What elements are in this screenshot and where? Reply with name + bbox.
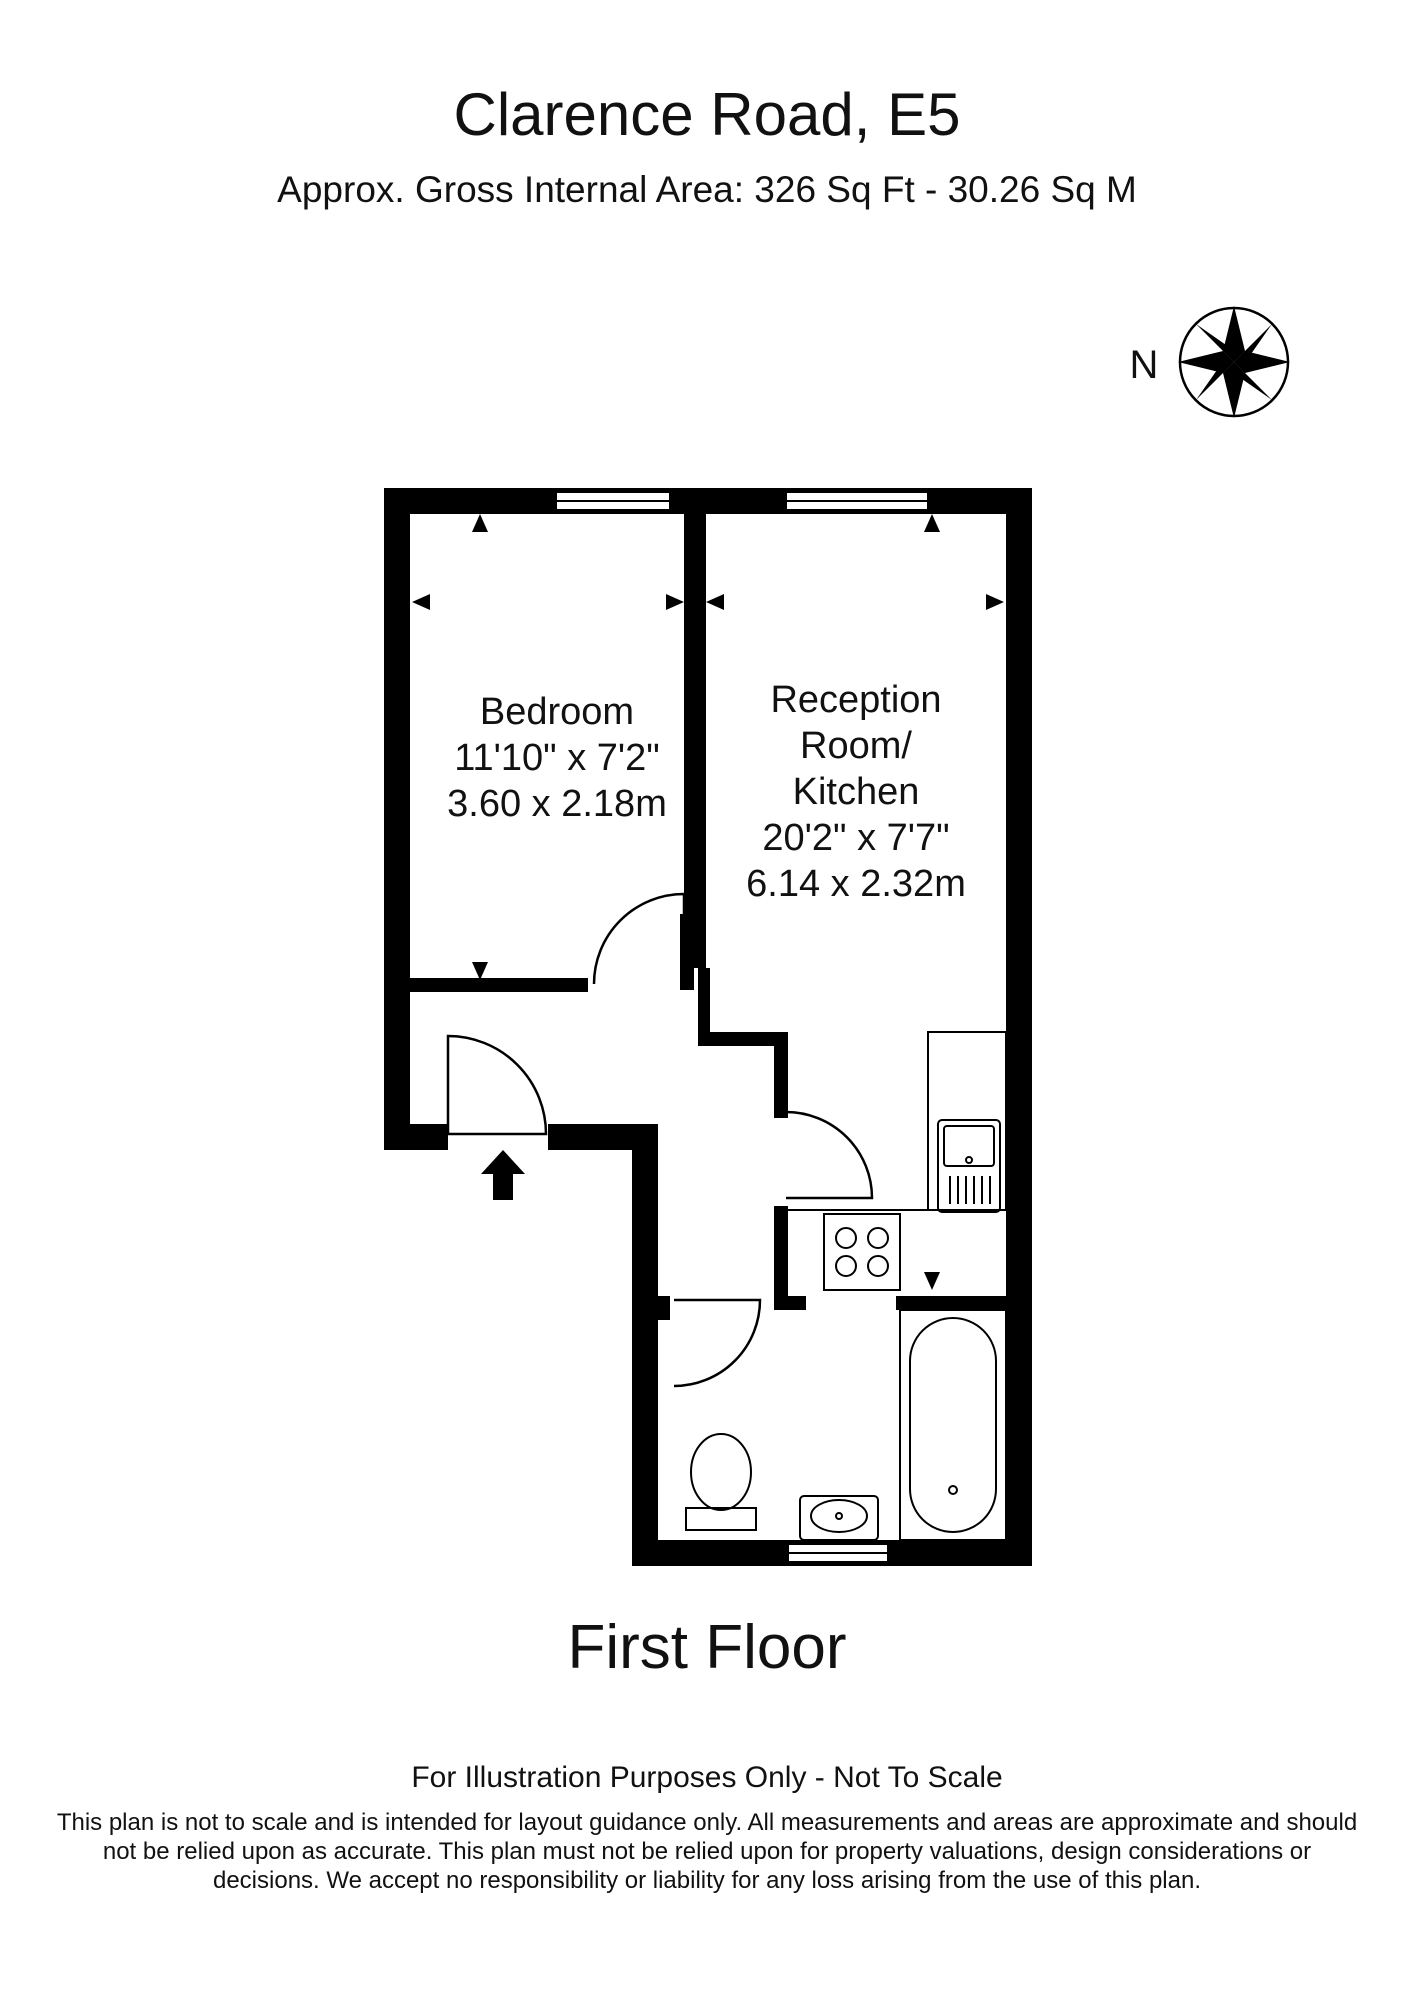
entrance-arrow-icon xyxy=(481,1150,525,1200)
disclaimer-text: This plan is not to scale and is intende… xyxy=(56,1809,1358,1894)
washbasin-icon xyxy=(799,1495,879,1541)
compass: N xyxy=(1130,306,1290,418)
bedroom-metric: 3.60 x 2.18m xyxy=(447,783,667,825)
room-bedroom-label: Bedroom 11'10" x 7'2" 3.60 x 2.18m xyxy=(447,691,667,825)
windows xyxy=(555,491,929,1563)
reception-name-line-2: Room/ xyxy=(800,725,912,767)
kitchen-door xyxy=(785,1110,874,1200)
doors xyxy=(446,892,874,1388)
bath-icon xyxy=(899,1309,1007,1541)
reception-name-line-3: Kitchen xyxy=(793,771,920,813)
illustration-note: For Illustration Purposes Only - Not To … xyxy=(411,1761,1003,1794)
reception-name-line-1: Reception xyxy=(770,679,941,721)
entrance-door xyxy=(446,1034,548,1136)
compass-north-label: N xyxy=(1130,343,1159,387)
kitchen-sink-icon xyxy=(937,1119,1001,1213)
room-reception-label: Reception Room/ Kitchen 20'2" x 7'7" 6.1… xyxy=(746,679,966,905)
reception-imperial: 20'2" x 7'7" xyxy=(762,817,949,859)
bathroom-fittings xyxy=(685,1309,1007,1541)
compass-rose-icon xyxy=(1178,306,1290,418)
bedroom-name: Bedroom xyxy=(480,691,634,733)
toilet-icon xyxy=(685,1433,757,1531)
bathroom-door xyxy=(673,1298,762,1388)
gross-area: Approx. Gross Internal Area: 326 Sq Ft -… xyxy=(277,169,1137,210)
bedroom-imperial: 11'10" x 7'2" xyxy=(454,737,660,779)
plan-title: Clarence Road, E5 xyxy=(453,81,961,148)
walls xyxy=(384,488,1032,1566)
hob-icon xyxy=(823,1213,901,1291)
kitchen-fittings xyxy=(788,1031,1007,1291)
bedroom-door xyxy=(592,892,686,985)
dimension-markers xyxy=(412,514,1004,1290)
reception-metric: 6.14 x 2.32m xyxy=(746,863,966,905)
floor-label: First Floor xyxy=(567,1613,847,1682)
